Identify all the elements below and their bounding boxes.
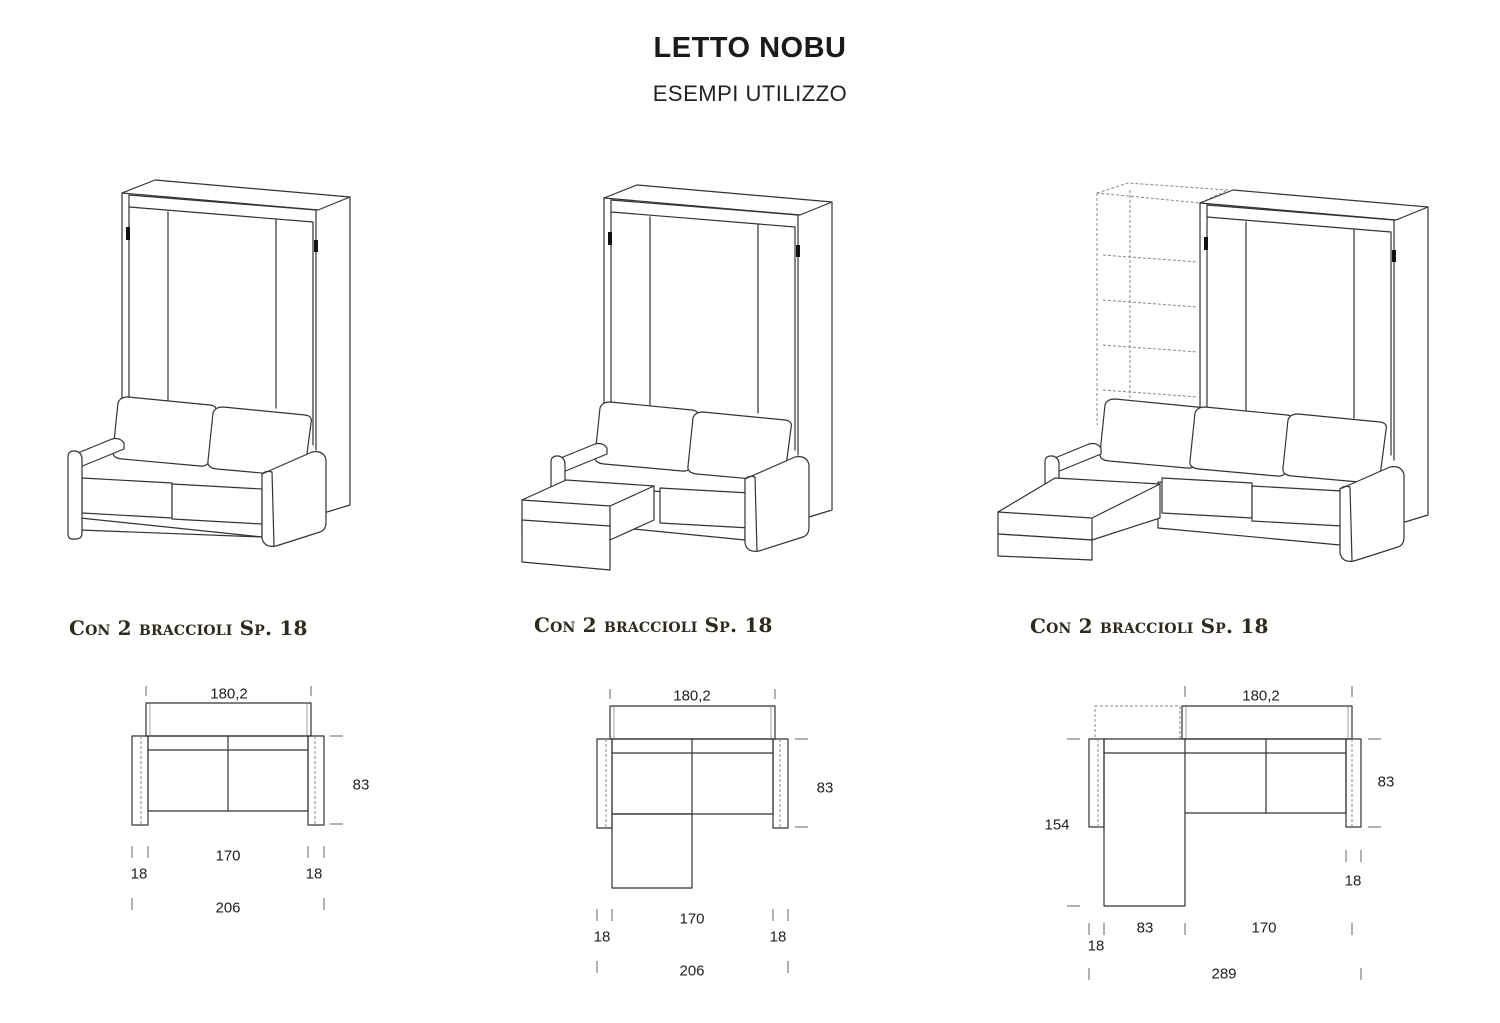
- dim-arm-left: 18: [130, 865, 148, 883]
- dim-arm-left: 18: [593, 928, 611, 946]
- dim-total: 289: [1211, 965, 1237, 983]
- plan-3: [1067, 686, 1381, 980]
- dim-chaise-width: 83: [1136, 919, 1154, 937]
- dim-total: 206: [679, 962, 705, 980]
- caption-example-2: Con 2 braccioli Sp. 18: [534, 613, 773, 637]
- dim-seat: 170: [679, 910, 705, 928]
- dim-arm-right: 18: [305, 865, 323, 883]
- dim-depth: 83: [816, 779, 834, 797]
- dim-arm-right: 18: [1344, 872, 1362, 890]
- dim-depth: 83: [1377, 773, 1395, 791]
- dim-backrest: 180,2: [673, 687, 711, 705]
- plan-2: [596, 689, 808, 973]
- dim-backrest: 180,2: [1242, 687, 1280, 705]
- dim-depth: 83: [352, 776, 370, 794]
- dim-seat: 170: [215, 847, 241, 865]
- plan-1: [131, 686, 343, 910]
- sketch-3: [997, 182, 1429, 562]
- dim-total: 206: [215, 899, 241, 917]
- page-subtitle: ESEMPI UTILIZZO: [652, 81, 848, 106]
- sketch-1: [67, 179, 351, 547]
- page-title: LETTO NOBU: [653, 32, 847, 64]
- dim-backrest: 180,2: [210, 685, 248, 703]
- sketch-2: [521, 184, 833, 571]
- caption-example-3: Con 2 braccioli Sp. 18: [1030, 614, 1269, 638]
- dim-arm-right: 18: [769, 928, 787, 946]
- caption-example-1: Con 2 braccioli Sp. 18: [69, 616, 308, 640]
- dim-arm-left: 18: [1087, 937, 1105, 955]
- dim-chaise-depth: 154: [1044, 816, 1070, 834]
- optional-bookcase-dashed: [1096, 182, 1229, 425]
- dim-seat: 170: [1251, 919, 1277, 937]
